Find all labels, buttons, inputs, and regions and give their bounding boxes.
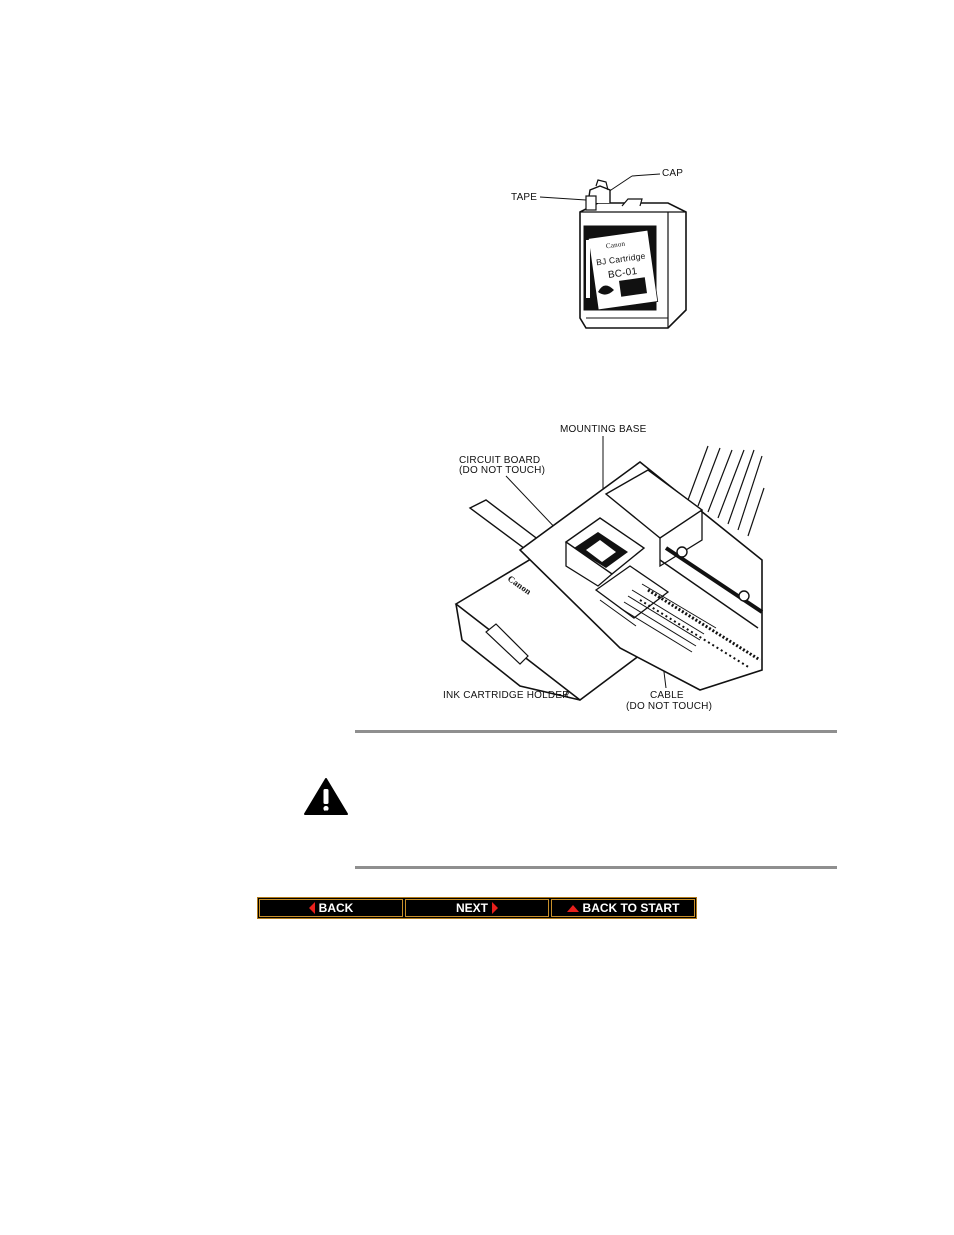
- ink-cartridge-holder-label: INK CARTRIDGE HOLDER: [443, 690, 570, 701]
- circuit-board-label-line2: (DO NOT TOUCH): [459, 465, 546, 476]
- cartridge-illustration: [539, 173, 687, 329]
- caution-bottom-rule: [355, 866, 837, 869]
- next-button[interactable]: NEXT: [405, 899, 549, 917]
- caution-icon: [304, 778, 348, 815]
- next-arrow-icon: [492, 902, 498, 914]
- printer-illustration: [454, 436, 765, 702]
- cap-label: CAP: [662, 168, 684, 179]
- back-to-start-button[interactable]: BACK TO START: [551, 899, 695, 917]
- next-button-label: NEXT: [455, 901, 488, 915]
- caution-top-rule: [355, 730, 837, 733]
- cable-label-line2: (DO NOT TOUCH): [626, 701, 713, 712]
- mounting-base-label: MOUNTING BASE: [560, 424, 647, 435]
- circuit-board-label-line1: CIRCUIT BOARD: [459, 455, 541, 466]
- back-arrow-icon: [308, 902, 315, 914]
- back-button-label: BACK: [318, 901, 354, 915]
- back-button[interactable]: BACK: [259, 899, 403, 917]
- navigation-bar: BACK NEXT BACK TO START: [257, 897, 697, 919]
- tape-label: TAPE: [511, 192, 538, 203]
- cable-label-line1: CABLE: [650, 690, 684, 701]
- back-to-start-button-label: BACK TO START: [582, 901, 680, 915]
- up-arrow-icon: [566, 904, 579, 912]
- caution-icon-label: CAUTION: [310, 811, 342, 817]
